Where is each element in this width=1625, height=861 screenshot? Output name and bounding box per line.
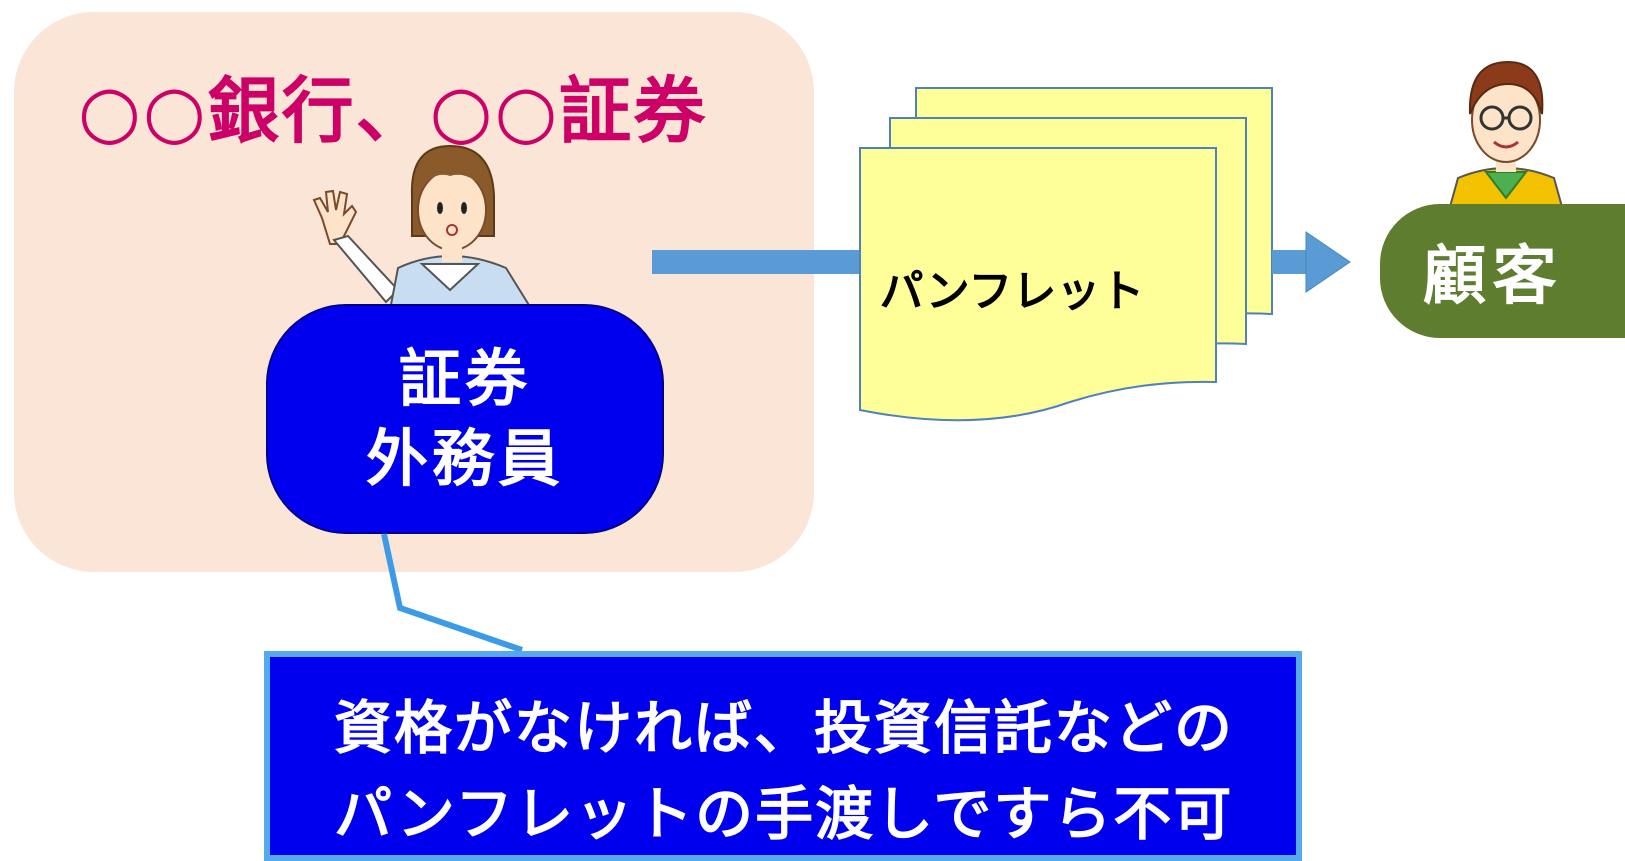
flow-arrow-head xyxy=(1305,231,1351,293)
pamphlet-label: パンフレット xyxy=(879,266,1145,317)
flow-arrow-shaft xyxy=(652,250,892,274)
customer-person-illustration xyxy=(1446,60,1566,214)
restriction-note: 資格がなければ、投資信託などの パンフレットの手渡しですら不可 xyxy=(264,651,1302,861)
staff-label-line1: 証券 xyxy=(398,342,531,415)
organization-title: ○○銀行、○○証券 xyxy=(78,69,708,153)
callout-connector xyxy=(381,533,523,653)
staff-person-illustration xyxy=(312,144,534,310)
pamphlet-flow xyxy=(652,87,1351,422)
note-line2: パンフレットの手渡しですら不可 xyxy=(334,780,1234,848)
customer-badge: 顧客 xyxy=(1380,204,1625,338)
flow-arrow-tail xyxy=(1272,250,1308,274)
pamphlet-sheet-front xyxy=(859,147,1217,422)
staff-badge: 証券 外務員 xyxy=(266,304,664,534)
staff-label-line2: 外務員 xyxy=(365,422,564,495)
customer-label: 顧客 xyxy=(1422,240,1563,314)
note-line1: 資格がなければ、投資信託などの xyxy=(334,694,1235,762)
